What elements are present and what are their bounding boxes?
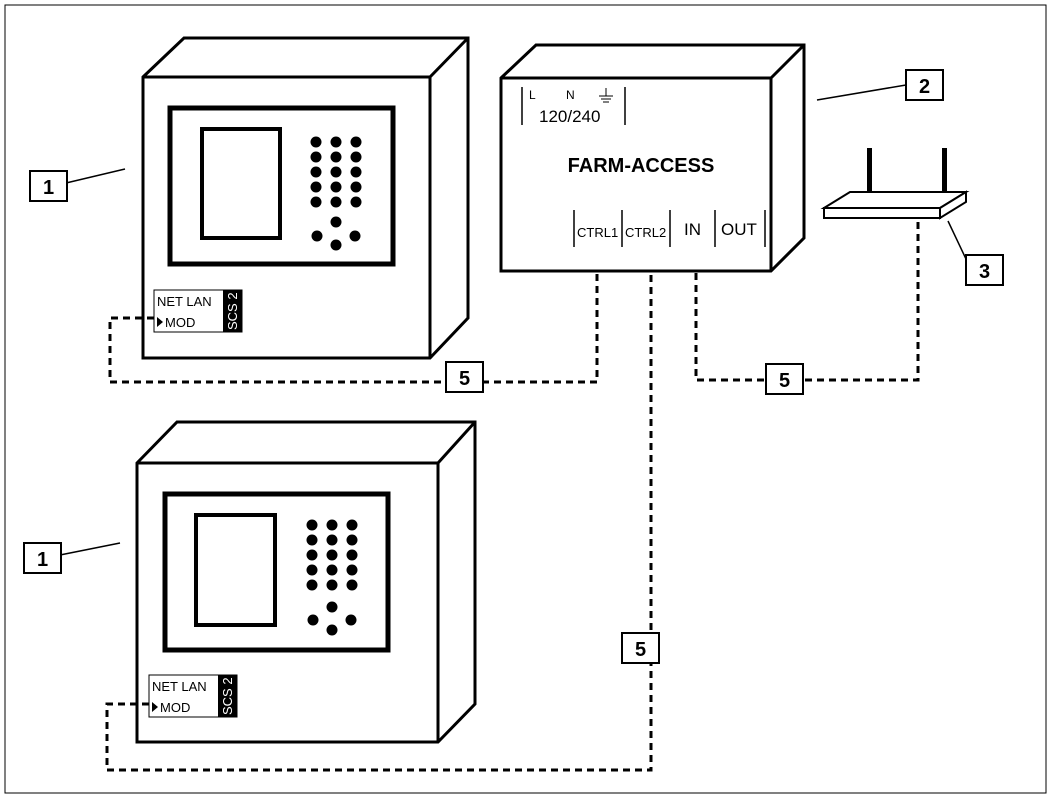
mod-arrow-icon — [152, 702, 158, 712]
callout-1-bottom: 1 — [23, 542, 62, 574]
power-n-label: N — [566, 88, 575, 102]
callout-5-vertical: 5 — [621, 632, 660, 664]
cable-ctrl2 — [105, 273, 653, 772]
controller-panel — [167, 105, 396, 267]
scs-label: SCS 2 — [225, 292, 240, 330]
router — [820, 148, 970, 220]
controller-keypad — [306, 519, 358, 636]
net-lan-label: NET LAN — [152, 679, 207, 694]
mod-label: MOD — [165, 315, 195, 330]
net-lan-label: NET LAN — [157, 294, 212, 309]
callout-1-top: 1 — [29, 170, 68, 202]
network-cables — [105, 218, 920, 772]
port-separators — [573, 210, 766, 247]
svg-text:2: 2 — [919, 76, 930, 98]
callout-3: 3 — [965, 254, 1004, 286]
callout-5-right: 5 — [765, 363, 804, 395]
svg-text:5: 5 — [779, 370, 790, 392]
port-ctrl1-label: CTRL1 — [577, 225, 618, 240]
mod-arrow-icon — [157, 317, 163, 327]
scs-label: SCS 2 — [220, 677, 235, 715]
power-l-label: L — [529, 88, 536, 102]
port-out-label: OUT — [721, 220, 757, 239]
antenna-icon — [867, 148, 872, 197]
leader-lines — [59, 84, 967, 556]
controller-keypad — [310, 136, 362, 251]
ground-icon — [599, 88, 613, 103]
farm-access-title: FARM-ACCESS — [568, 155, 715, 177]
controller-panel — [162, 491, 391, 653]
svg-text:3: 3 — [979, 261, 990, 283]
svg-text:1: 1 — [37, 549, 48, 571]
svg-text:5: 5 — [635, 639, 646, 661]
controller-screen — [194, 513, 277, 627]
svg-text:5: 5 — [459, 368, 470, 390]
callout-5-left: 5 — [445, 361, 484, 393]
cable-in-router — [694, 218, 920, 382]
callout-2: 2 — [905, 69, 944, 101]
svg-text:1: 1 — [43, 177, 54, 199]
frame-border — [4, 4, 1047, 794]
controller-bottom: NET LAN MOD SCS 2 — [135, 420, 477, 744]
mod-label: MOD — [160, 700, 190, 715]
port-in-label: IN — [684, 220, 701, 239]
controller-screen — [200, 127, 282, 240]
antenna-icon — [942, 148, 947, 197]
port-ctrl2-label: CTRL2 — [625, 225, 666, 240]
controller-top: NET LAN MOD SCS 2 — [141, 36, 470, 360]
cable-ctrl1 — [108, 273, 599, 384]
farm-access-unit: L N 120/240 FARM-ACCESS CTRL1 CTRL2 IN O… — [499, 43, 806, 273]
voltage-label: 120/240 — [539, 107, 600, 126]
